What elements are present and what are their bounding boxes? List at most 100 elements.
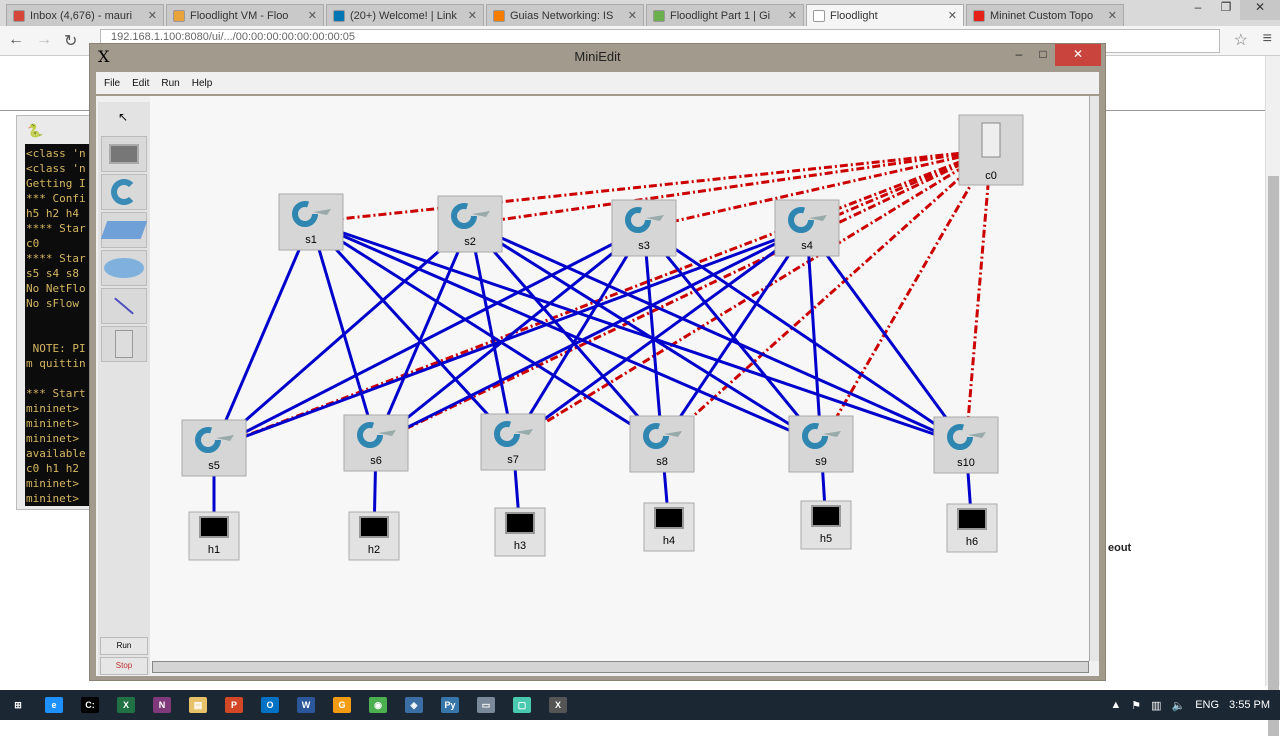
- tab-close-icon[interactable]: ✕: [147, 10, 157, 22]
- switch-s1[interactable]: s1: [278, 193, 344, 251]
- controller-link-s9[interactable]: [819, 149, 993, 445]
- tab-close-icon[interactable]: ✕: [1107, 10, 1117, 22]
- legacy-switch-tool[interactable]: [100, 212, 148, 248]
- browser-tab[interactable]: (20+) Welcome! | Link✕: [326, 4, 484, 26]
- browser-tab[interactable]: Floodlight VM - Floo✕: [166, 4, 324, 26]
- controller-link-s3[interactable]: [643, 148, 992, 230]
- switch-s4[interactable]: s4: [774, 199, 840, 257]
- chrome-menu-icon[interactable]: ≡: [1262, 30, 1272, 47]
- browser-tab[interactable]: Mininet Custom Topo✕: [966, 4, 1124, 26]
- minimize-button[interactable]: –: [1194, 0, 1202, 14]
- tab-close-icon[interactable]: ✕: [307, 10, 317, 22]
- switch-s2[interactable]: s2: [437, 195, 503, 253]
- excel-icon[interactable]: X: [108, 690, 144, 720]
- switch-s3[interactable]: s3: [611, 199, 677, 257]
- reload-icon[interactable]: ↻: [64, 33, 78, 50]
- switch-s10[interactable]: s10: [933, 416, 999, 474]
- link-s1-s6[interactable]: [309, 221, 378, 444]
- link-s3-s7[interactable]: [511, 227, 646, 443]
- menu-help[interactable]: Help: [191, 77, 213, 89]
- select-cursor-icon[interactable]: ↖: [118, 110, 129, 124]
- chrome-icon[interactable]: ◉: [360, 690, 396, 720]
- close-button[interactable]: ✕: [1055, 44, 1101, 66]
- menu-file[interactable]: File: [104, 77, 121, 89]
- link-s1-s10[interactable]: [310, 220, 967, 447]
- controller-link-s10[interactable]: [964, 149, 993, 446]
- controller-link-s8[interactable]: [661, 148, 992, 446]
- app-orange-icon[interactable]: G: [324, 690, 360, 720]
- link-s2-s9[interactable]: [469, 222, 822, 446]
- controller-link-s6[interactable]: [375, 148, 992, 445]
- link-s3-s8[interactable]: [642, 227, 664, 445]
- cmd-icon[interactable]: C:: [72, 690, 108, 720]
- link-s4-s6[interactable]: [375, 226, 808, 445]
- controller-link-s5[interactable]: [213, 148, 992, 450]
- python-icon[interactable]: Py: [432, 690, 468, 720]
- tab-close-icon[interactable]: ✕: [467, 10, 477, 22]
- maximize-button[interactable]: □: [1039, 47, 1047, 61]
- menu-run[interactable]: Run: [161, 77, 180, 89]
- onenote-icon[interactable]: N: [144, 690, 180, 720]
- host-h4[interactable]: h4: [643, 502, 695, 552]
- powerpoint-icon[interactable]: P: [216, 690, 252, 720]
- switch-s7[interactable]: s7: [480, 413, 546, 471]
- link-s3-s6[interactable]: [375, 226, 645, 445]
- browser-tab[interactable]: Floodlight✕: [806, 4, 964, 26]
- internet-explorer-icon[interactable]: e: [36, 690, 72, 720]
- controller-link-s7[interactable]: [512, 148, 992, 444]
- page-scrollbar[interactable]: [1265, 56, 1280, 736]
- link-s1-s8[interactable]: [310, 220, 663, 446]
- switch-s8[interactable]: s8: [629, 415, 695, 473]
- link-s1-s7[interactable]: [309, 220, 515, 444]
- canvas-vertical-scrollbar[interactable]: [1089, 96, 1099, 661]
- bookmark-star-icon[interactable]: ☆: [1233, 32, 1248, 49]
- host-h6[interactable]: h6: [946, 503, 998, 553]
- browser-tab[interactable]: Guias Networking: IS✕: [486, 4, 644, 26]
- tab-close-icon[interactable]: ✕: [627, 10, 637, 22]
- tab-close-icon[interactable]: ✕: [947, 10, 957, 22]
- link-s2-s8[interactable]: [468, 223, 664, 445]
- host-h2[interactable]: h2: [348, 511, 400, 561]
- link-s4-s7[interactable]: [512, 226, 808, 444]
- windows-start-icon[interactable]: ⊞: [0, 690, 36, 720]
- switch-s9[interactable]: s9: [788, 415, 854, 473]
- link-s2-s7[interactable]: [468, 223, 515, 443]
- xming-icon[interactable]: X: [540, 690, 576, 720]
- close-button[interactable]: ✕: [1240, 0, 1280, 20]
- language-indicator[interactable]: ENG: [1195, 699, 1220, 711]
- controller-c0[interactable]: c0: [958, 114, 1024, 186]
- monitor-icon[interactable]: ▭: [468, 690, 504, 720]
- link-s2-s5[interactable]: [213, 222, 471, 450]
- clock[interactable]: 3:55 PM: [1229, 699, 1270, 711]
- back-icon[interactable]: ←: [8, 31, 24, 48]
- outlook-icon[interactable]: O: [252, 690, 288, 720]
- tray-expand-icon[interactable]: ▲: [1110, 699, 1122, 711]
- maximize-button[interactable]: ❐: [1220, 0, 1232, 14]
- controller-tool[interactable]: [101, 326, 147, 362]
- link-s4-s5[interactable]: [213, 226, 808, 450]
- volume-icon[interactable]: 🔈: [1171, 699, 1186, 712]
- browser-tab[interactable]: Inbox (4,676) - mauri✕: [6, 4, 164, 26]
- link-s4-s10[interactable]: [805, 227, 968, 446]
- word-icon[interactable]: W: [288, 690, 324, 720]
- switch-s5[interactable]: s5: [181, 419, 247, 477]
- host-h5[interactable]: h5: [800, 500, 852, 550]
- link-s4-s9[interactable]: [805, 227, 823, 445]
- vm-icon[interactable]: ▢: [504, 690, 540, 720]
- tab-close-icon[interactable]: ✕: [787, 10, 797, 22]
- stop-button[interactable]: Stop: [100, 657, 148, 675]
- link-s3-s10[interactable]: [643, 226, 967, 447]
- canvas-horizontal-scrollbar[interactable]: [152, 661, 1089, 673]
- flag-icon[interactable]: ⚑: [1131, 699, 1142, 712]
- switch-s6[interactable]: s6: [343, 414, 409, 472]
- browser-tab[interactable]: Floodlight Part 1 | Gi✕: [646, 4, 804, 26]
- menu-edit[interactable]: Edit: [132, 77, 150, 89]
- file-explorer-icon[interactable]: ▤: [180, 690, 216, 720]
- virtualbox-icon[interactable]: ◈: [396, 690, 432, 720]
- run-button[interactable]: Run: [100, 637, 148, 655]
- host-tool[interactable]: [101, 136, 147, 172]
- controller-link-s1[interactable]: [310, 148, 992, 224]
- switch-tool[interactable]: [101, 174, 147, 210]
- link-s3-s5[interactable]: [213, 226, 645, 450]
- host-h1[interactable]: h1: [188, 511, 240, 561]
